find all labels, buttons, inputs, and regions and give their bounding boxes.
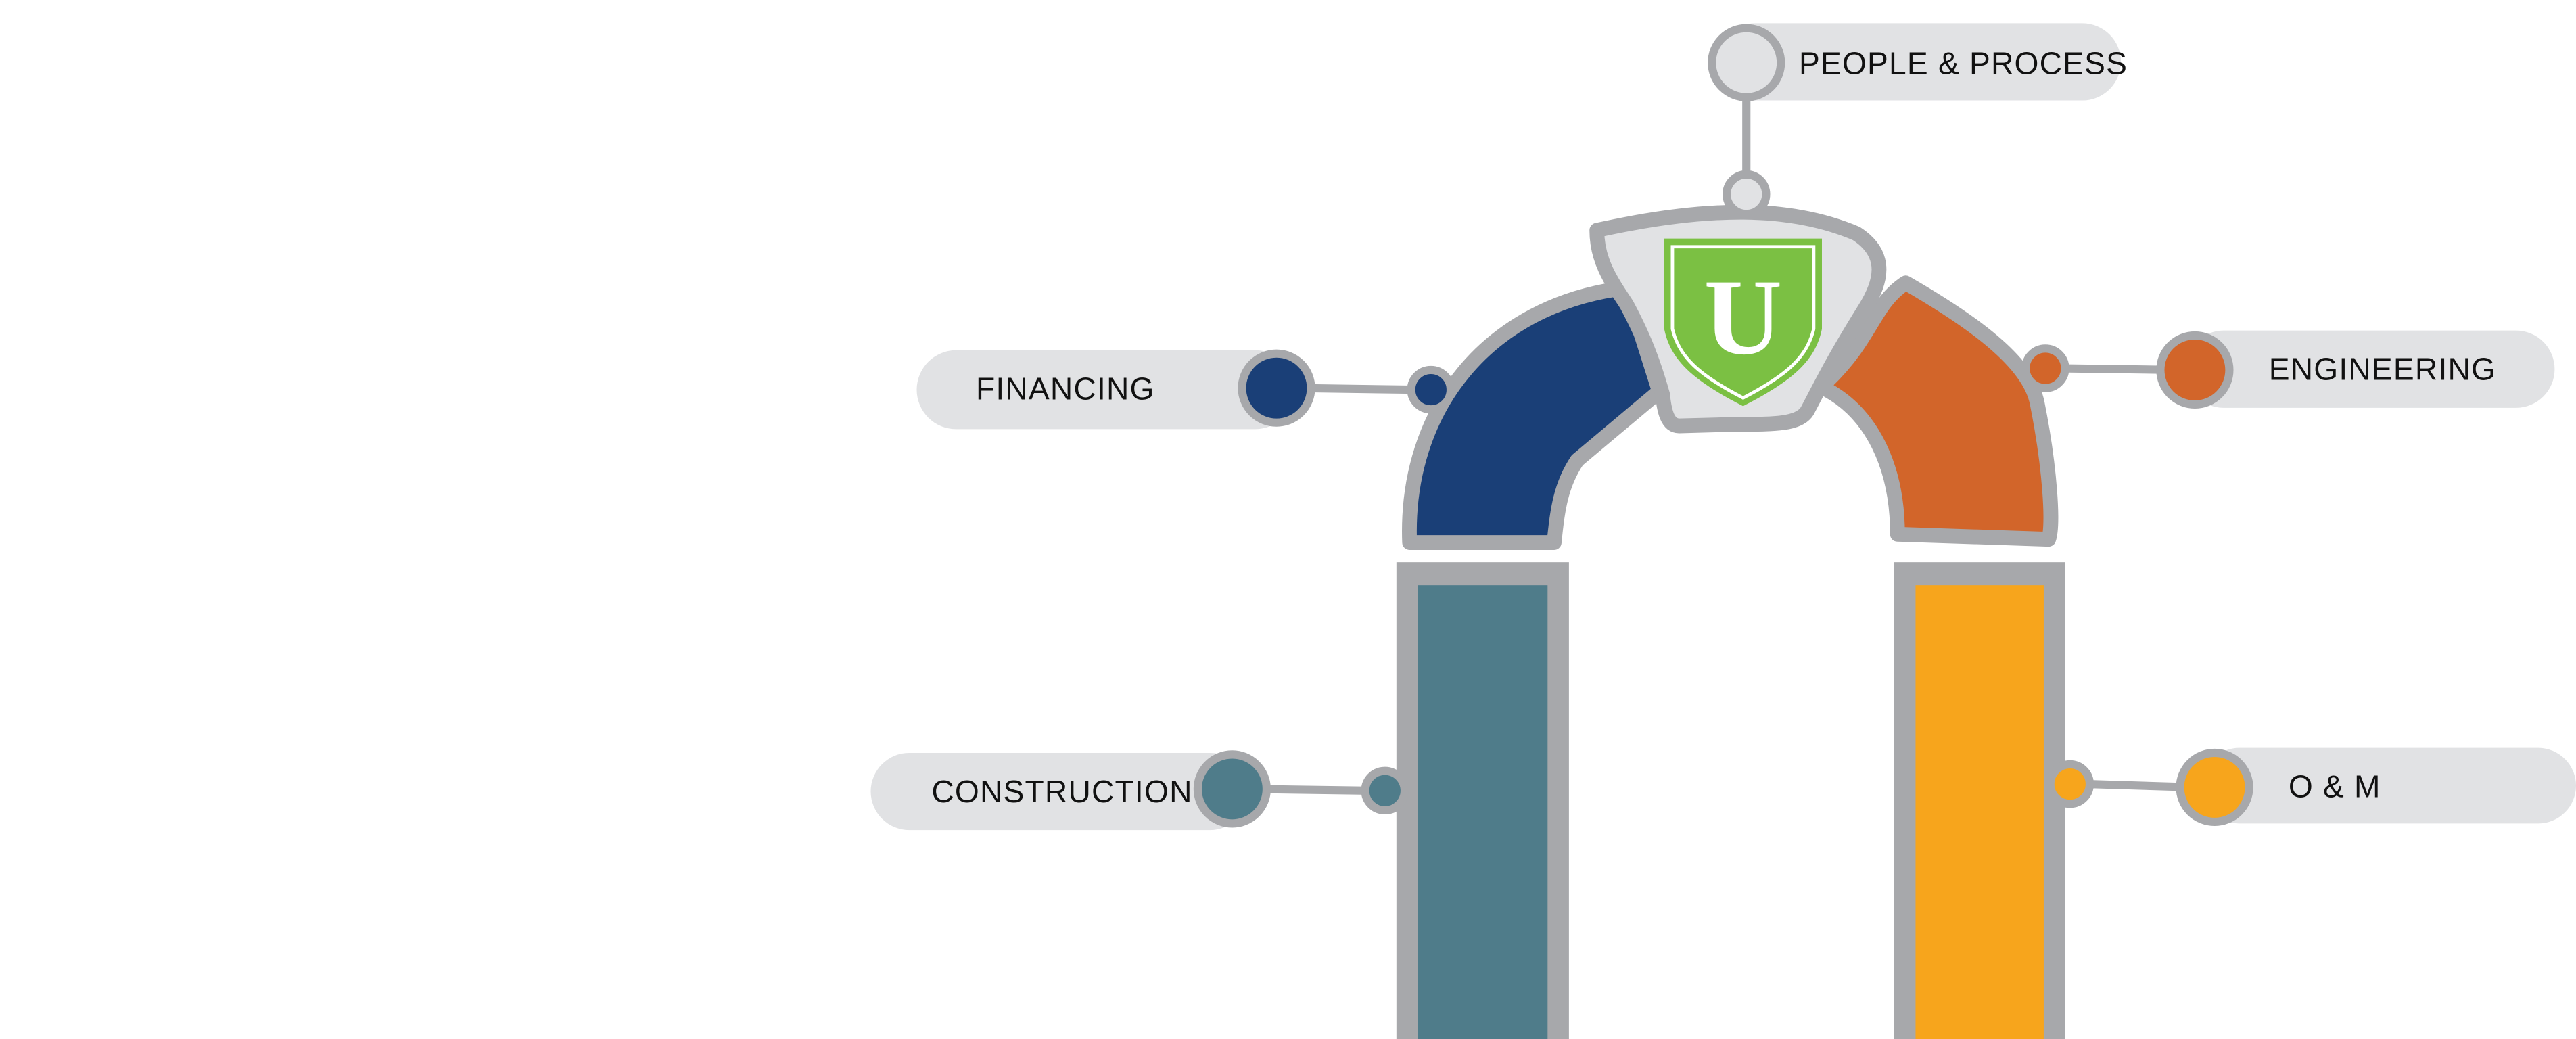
node-om[interactable]: O & M [2046, 747, 2576, 827]
label-financing: FINANCING [976, 371, 1155, 407]
construction-pillar [1396, 562, 1569, 1039]
node-people-process[interactable]: PEOPLE & PROCESS [1708, 23, 2128, 218]
label-engineering: ENGINEERING [2269, 352, 2496, 387]
node-construction[interactable]: CONSTRUCTION [870, 750, 1409, 831]
logo-letter: U [1704, 257, 1783, 377]
node-financing[interactable]: FINANCING [916, 349, 1455, 430]
shield-logo: U [1664, 238, 1822, 407]
label-construction: CONSTRUCTION [931, 774, 1192, 809]
label-people-process: PEOPLE & PROCESS [1799, 46, 2128, 81]
financing-arch-segment [1402, 280, 1667, 550]
node-engineering[interactable]: ENGINEERING [2021, 330, 2555, 409]
om-pillar [1894, 562, 2065, 1039]
engineering-arch-segment [1812, 275, 2059, 547]
label-om: O & M [2289, 769, 2381, 804]
